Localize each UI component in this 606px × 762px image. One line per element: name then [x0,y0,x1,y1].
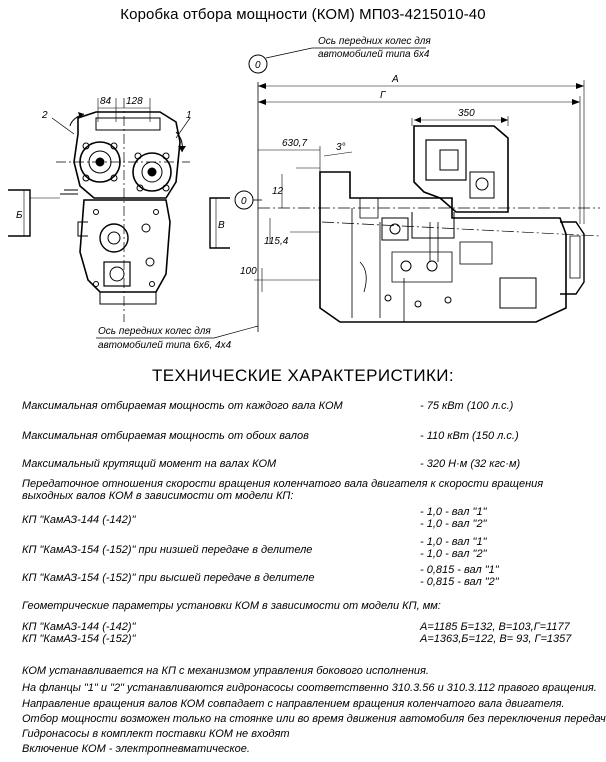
dim-350: 350 [458,108,475,119]
label-front-axle-6x6-line2: автомобилей типа 6х6, 4х4 [98,339,232,351]
dim-a: А [391,74,399,85]
spec-ratio-line1: Передаточное отношения скорости вращения… [22,478,544,490]
geo-kp144-label: КП "КамАЗ-144 (-142)" [22,621,136,633]
spec-ratio-line2: выходных валов КОМ в зависимости от моде… [22,490,294,502]
dim-g: Г [380,90,387,101]
axis-0-top: 0 [255,60,261,71]
note-operation: Отбор мощности возможен только на стоянк… [22,713,606,725]
geo-kp154-label: КП "КамАЗ-154 (-152)" [22,633,136,645]
dim-12: 12 [272,186,284,197]
technical-drawing: Ось передних колес для автомобилей типа … [8,36,601,351]
front-view [8,98,230,322]
kp154-high-shaft1: - 0,815 - вал "1" [420,564,499,576]
label-front-axle-6x6: Ось передних колес для [98,326,211,337]
note-pumps: На фланцы "1" и "2" устанавливаются гидр… [22,682,597,694]
note-rotation: Направление вращения валов КОМ совпадает… [22,698,565,710]
note-installation: КОМ устанавливается на КП с механизмом у… [22,665,429,677]
label-front-axle-6x4-line2: автомобилей типа 6х4 [318,48,430,60]
dim-2: 2 [41,110,48,121]
spec-power-both-label: Максимальная отбираемая мощность от обои… [22,430,309,442]
dim-1: 1 [186,110,192,121]
kp154-high-label: КП "КамАЗ-154 (-152)" при высшей передач… [22,572,315,584]
dim-630: 630,7 [282,138,307,149]
dim-100: 100 [240,266,257,277]
spec-power-each-label: Максимальная отбираемая мощность от кажд… [22,400,343,412]
dim-3deg: 3° [336,142,346,153]
spec-power-each-value: - 75 кВт (100 л.с.) [420,400,514,412]
dim-84: 84 [100,96,112,107]
kp144-label: КП "КамАЗ-144 (-142)" [22,514,136,526]
label-front-axle-6x4: Ось передних колес для [318,36,431,47]
spec-torque-label: Максимальный крутящий момент на валах КО… [22,458,277,470]
kp154-low-label: КП "КамАЗ-154 (-152)" при низшей передач… [22,544,313,556]
geo-label: Геометрические параметры установки КОМ в… [22,600,441,612]
kp154-low-shaft1: - 1,0 - вал "1" [420,536,487,548]
geo-kp154-value: А=1363,Б=122, В= 93, Г=1357 [420,633,572,645]
dim-128: 128 [126,96,143,107]
dim-v: В [218,220,225,231]
dim-115: 115,4 [264,236,289,247]
dim-b: Б [16,210,23,221]
kp154-low-shaft2: - 1,0 - вал "2" [420,548,487,560]
spec-torque-value: - 320 Н·м (32 кгс·м) [420,458,521,470]
section-heading: ТЕХНИЧЕСКИЕ ХАРАКТЕРИСТИКИ: [151,366,455,385]
spec-power-both-value: - 110 кВт (150 л.с.) [420,430,519,442]
kp154-high-shaft2: - 0,815 - вал "2" [420,576,499,588]
page-title: Коробка отбора мощности (КОМ) МП03-42150… [120,6,486,23]
kp144-shaft2: - 1,0 - вал "2" [420,518,487,530]
kp144-shaft1: - 1,0 - вал "1" [420,506,487,518]
note-delivery: Гидронасосы в комплект поставки КОМ не в… [22,728,290,740]
geo-kp144-value: А=1185 Б=132, В=103,Г=1177 [420,621,570,633]
note-engagement: Включение КОМ - электропневматическое. [22,743,250,755]
axis-0-side: 0 [241,196,247,207]
side-view [96,47,601,339]
